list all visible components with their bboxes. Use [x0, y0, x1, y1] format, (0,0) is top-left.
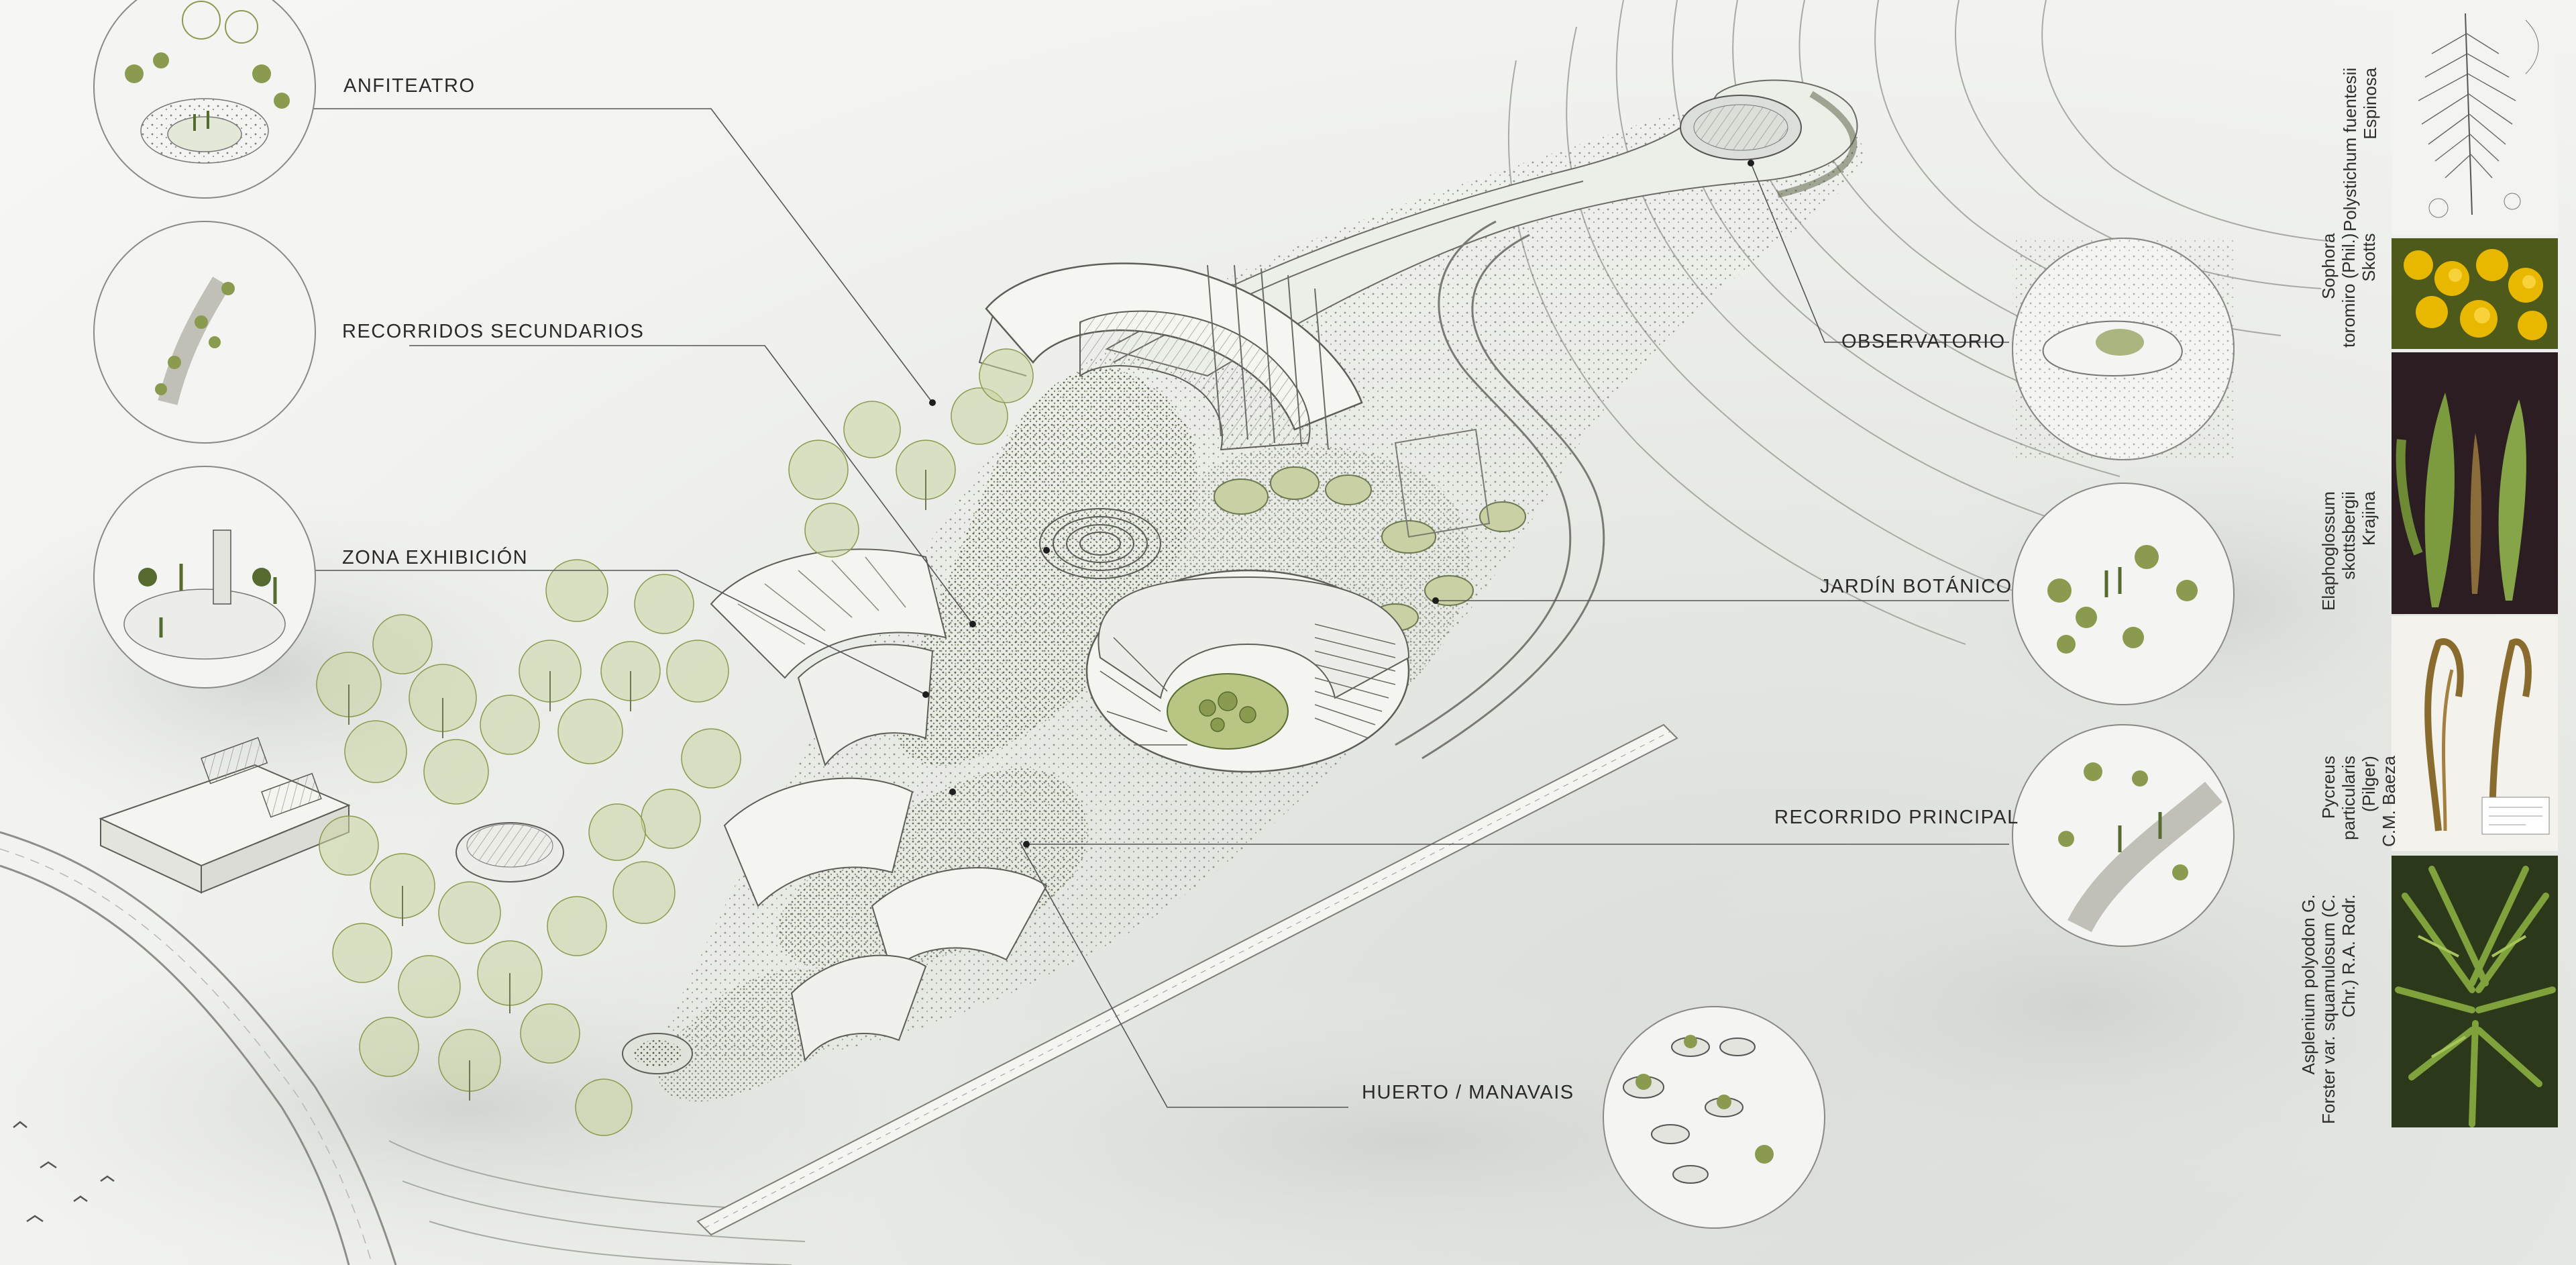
fern-frond-drawing-icon [2418, 13, 2539, 218]
label-zona-exhibicion: ZONA EXHIBICIÓN [342, 547, 529, 568]
specimen-image-sophora [2392, 238, 2558, 349]
vignette-observatorio [2012, 238, 2235, 460]
central-circular-building [1085, 569, 1410, 773]
fern-photo-icon [2392, 856, 2558, 1127]
vignette-huerto-manavais [1603, 1006, 1825, 1229]
label-huerto-manavais: HUERTO / MANAVAIS [1362, 1082, 1574, 1103]
callout-dots [922, 160, 1754, 848]
birds [13, 1121, 115, 1223]
west-crescent-buildings [710, 548, 1048, 1062]
upper-crescent-building [978, 262, 1363, 451]
specimen-image-pycreus [2392, 616, 2558, 851]
vignette-anfiteatro [93, 0, 316, 199]
vignette-recorrido-principal [2012, 724, 2235, 947]
label-jardin-botanico: JARDÍN BOTÁNICO [1820, 576, 2012, 597]
vignette-zona-exhibicion [93, 466, 316, 689]
botanic-garden-beds [1214, 428, 1526, 631]
tree-grove [316, 348, 1034, 1136]
label-observatorio: OBSERVATORIO [1841, 331, 2006, 352]
yellow-flower-photo-icon [2392, 238, 2558, 349]
vignette-jardin-botanico [2012, 483, 2235, 705]
specimen-image-elaphoglossum [2392, 352, 2558, 614]
specimen-image-asplenium [2392, 856, 2558, 1127]
east-path [1395, 220, 1605, 760]
label-recorrido-principal: RECORRIDO PRINCIPAL [1774, 807, 2019, 828]
main-road [0, 831, 397, 1265]
label-recorridos-secundarios: RECORRIDOS SECUNDARIOS [342, 321, 645, 342]
callout-leaders [295, 108, 2009, 1108]
specimen-image-polystichum [2392, 0, 2558, 235]
circular-terrace [1039, 508, 1161, 579]
vignette-recorridos-secundarios [93, 221, 316, 444]
herbarium-sheet-icon [2392, 616, 2558, 851]
lance-leaf-photo-icon [2392, 352, 2558, 614]
boundary-wall [696, 723, 1678, 1236]
visitor-center [99, 737, 693, 1074]
observatory-path [1105, 79, 1858, 377]
label-anfiteatro: ANFITEATRO [343, 75, 476, 97]
